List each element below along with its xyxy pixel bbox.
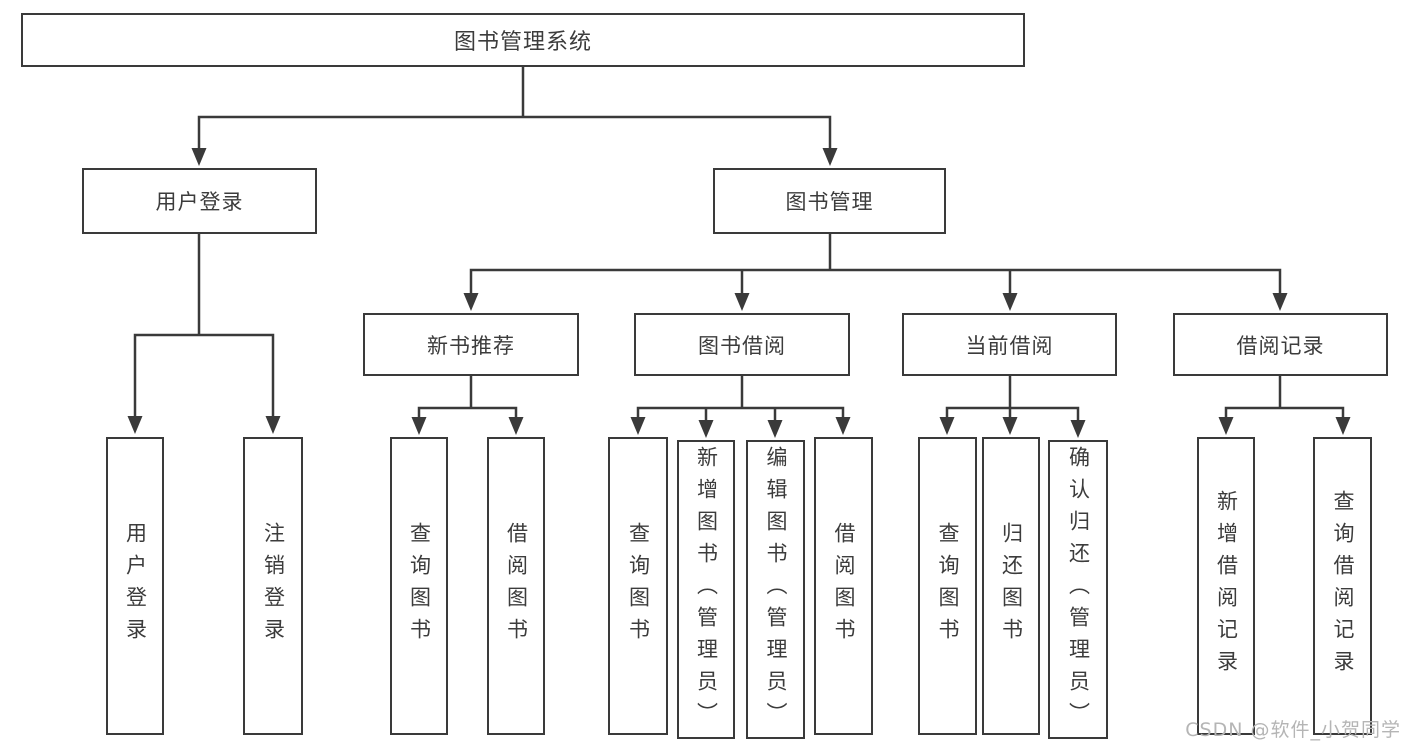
node-recommend-query-books: 查询图书 xyxy=(390,437,448,735)
node-current-confirm-return-admin: 确认归还（管理员） xyxy=(1048,440,1108,739)
node-label: 确认归还（管理员） xyxy=(1066,445,1091,734)
node-current-return-books: 归还图书 xyxy=(982,437,1040,735)
node-label: 用户登录 xyxy=(123,522,148,650)
node-label: 查询借阅记录 xyxy=(1331,490,1355,682)
node-new-book-recommend: 新书推荐 xyxy=(363,313,579,376)
node-records-add-record: 新增借阅记录 xyxy=(1197,437,1255,735)
node-login: 用户登录 xyxy=(106,437,164,735)
node-current-query-books: 查询图书 xyxy=(918,437,977,735)
node-logout: 注销登录 xyxy=(243,437,303,735)
node-current-borrowing: 当前借阅 xyxy=(902,313,1117,376)
node-label: 借阅图书 xyxy=(504,522,529,650)
node-label: 查询图书 xyxy=(407,522,432,650)
node-label: 借阅图书 xyxy=(832,522,856,650)
node-label: 编辑图书（管理员） xyxy=(764,445,788,734)
node-borrow-records: 借阅记录 xyxy=(1173,313,1388,376)
csdn-watermark: CSDN @软件_小贺同学 xyxy=(1185,719,1401,741)
node-recommend-borrow-books: 借阅图书 xyxy=(487,437,545,735)
node-label: 新增图书（管理员） xyxy=(694,445,719,734)
node-book-management: 图书管理 xyxy=(713,168,946,234)
node-library-system: 图书管理系统 xyxy=(21,13,1025,67)
node-borrowing-edit-books-admin: 编辑图书（管理员） xyxy=(746,440,805,739)
node-user-login: 用户登录 xyxy=(82,168,317,234)
node-borrowing-add-books-admin: 新增图书（管理员） xyxy=(677,440,735,739)
node-borrowing-borrow-books: 借阅图书 xyxy=(814,437,873,735)
node-label: 新增借阅记录 xyxy=(1214,490,1239,682)
node-book-borrowing: 图书借阅 xyxy=(634,313,850,376)
node-label: 归还图书 xyxy=(999,522,1024,650)
node-records-query-record: 查询借阅记录 xyxy=(1313,437,1372,735)
node-label: 查询图书 xyxy=(936,522,960,650)
node-label: 查询图书 xyxy=(626,522,651,650)
node-borrowing-query-books: 查询图书 xyxy=(608,437,668,735)
node-label: 注销登录 xyxy=(261,522,286,650)
